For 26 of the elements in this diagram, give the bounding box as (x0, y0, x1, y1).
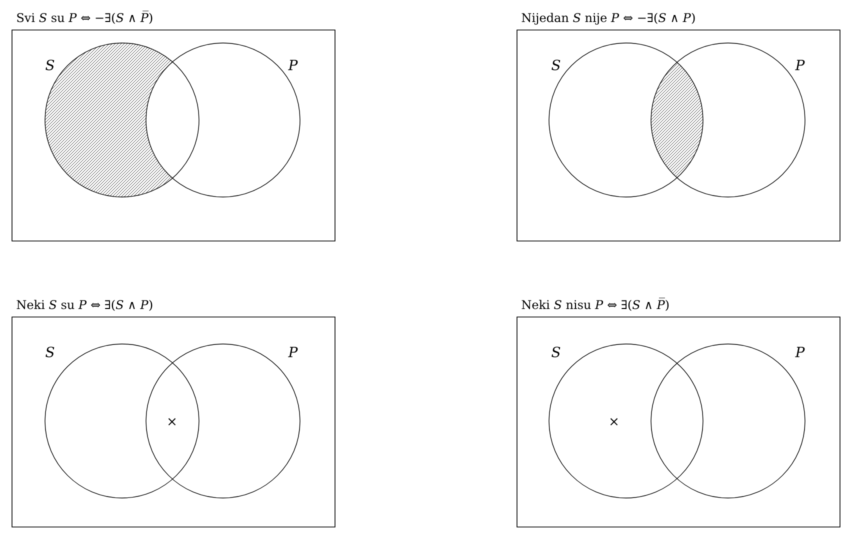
set-label: S (46, 60, 54, 70)
panel-box (516, 30, 840, 242)
panel-box (12, 316, 336, 528)
set-label: P (795, 60, 805, 70)
cross-mark: × (168, 418, 176, 426)
panel-box (12, 30, 336, 242)
panel-title: Nijedan S nije P ⇔ −∃(S ∧ P) (522, 12, 695, 25)
venn-circle (44, 42, 200, 198)
venn-circle (650, 42, 806, 198)
panel-title: Neki S nisu P ⇔ ∃(S ∧ P̅) (522, 298, 669, 311)
venn-circle (548, 344, 704, 498)
set-label: P (795, 346, 805, 358)
set-label: S (552, 346, 560, 358)
venn-circle (650, 344, 806, 498)
set-label: P (288, 346, 298, 358)
venn-circle (44, 344, 200, 498)
panel-title: Svi S su P ⇔ −∃(S ∧ P̅) (17, 10, 152, 24)
venn-circle (146, 42, 300, 198)
panel-box (516, 316, 840, 528)
set-label: S (46, 346, 54, 358)
panel-title: Neki S su P ⇔ ∃(S ∧ P) (16, 300, 152, 311)
set-label: S (552, 60, 560, 70)
cross-mark: × (610, 418, 618, 426)
venn-circle (548, 42, 704, 198)
venn-circle (146, 344, 300, 498)
set-label: P (288, 60, 298, 70)
